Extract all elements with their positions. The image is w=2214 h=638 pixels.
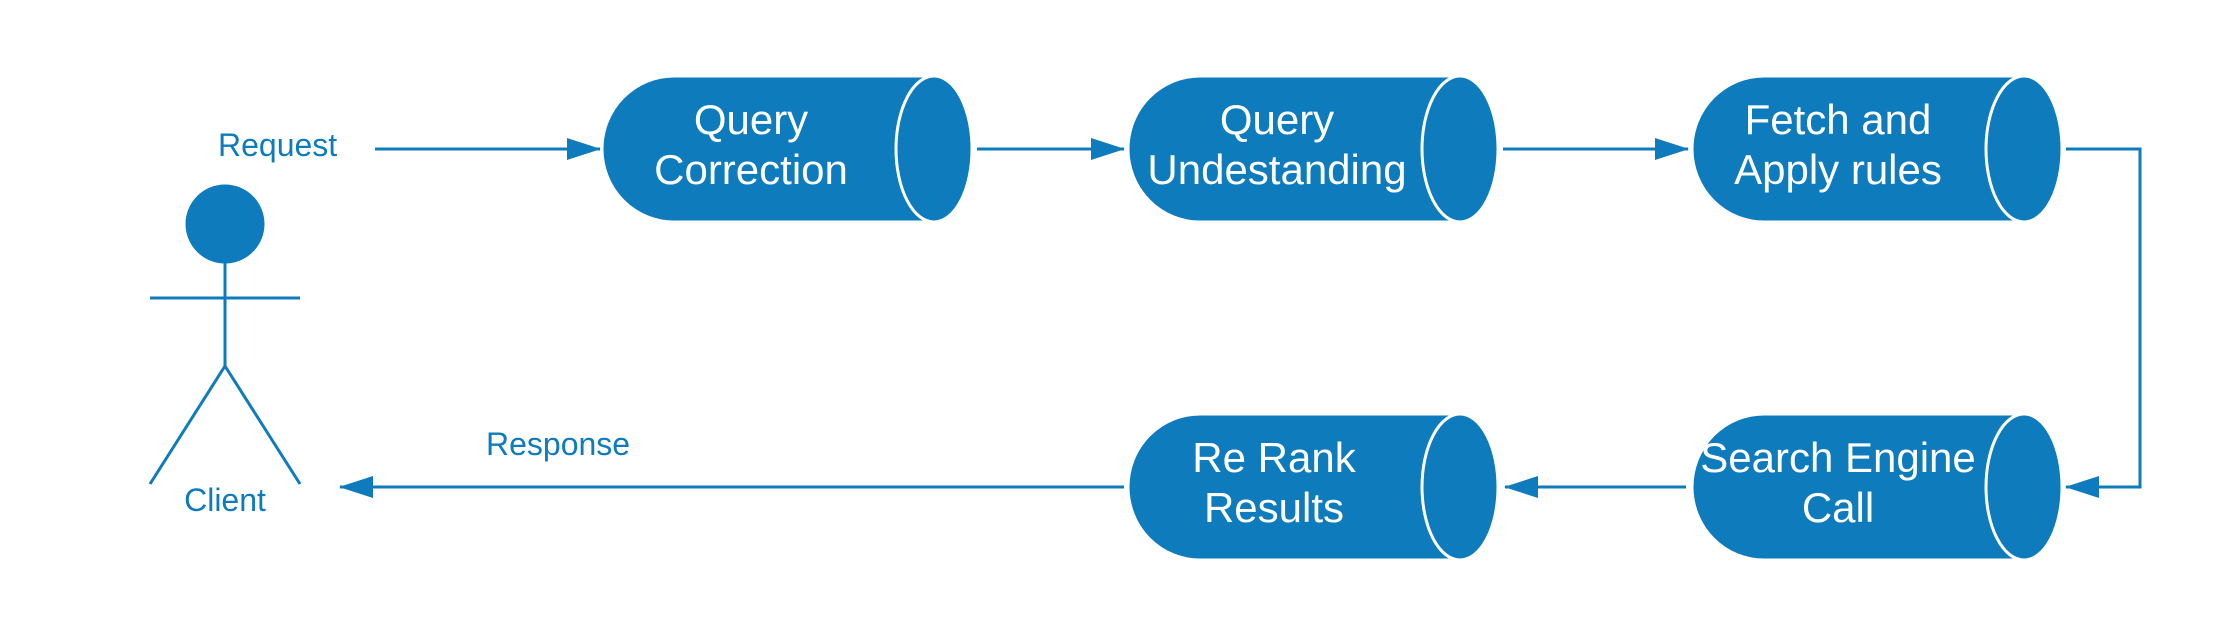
actor-left-leg	[148, 365, 227, 485]
actor-label: Client	[184, 482, 266, 518]
node-label-line1: Fetch and	[1745, 96, 1932, 143]
node-label-line1: Query	[694, 96, 808, 143]
cylinder-cap	[1420, 412, 1500, 562]
cylinder-cap	[1420, 74, 1500, 224]
node-label-line1: Search Engine	[1700, 434, 1976, 481]
node-query-correction: Query Correction	[600, 74, 974, 224]
node-label-line1: Query	[1220, 96, 1334, 143]
response-label: Response	[486, 426, 630, 462]
cylinder-cap	[1984, 74, 2064, 224]
node-label-line2: Call	[1802, 484, 1874, 531]
node-label-line2: Undestanding	[1147, 146, 1406, 193]
client-actor	[148, 184, 302, 485]
node-label-line2: Apply rules	[1734, 146, 1942, 193]
cylinder-cap	[1984, 412, 2064, 562]
node-label-line2: Results	[1204, 484, 1344, 531]
node-label-line1: Re Rank	[1192, 434, 1356, 481]
actor-head	[185, 184, 265, 264]
node-re-rank-results: Re Rank Results	[1126, 412, 1500, 562]
node-query-understanding: Query Undestanding	[1126, 74, 1500, 224]
node-fetch-apply-rules: Fetch and Apply rules	[1690, 74, 2064, 224]
edge-fetch-to-search	[2065, 147, 2142, 498]
node-label-line2: Correction	[654, 146, 848, 193]
request-label: Request	[218, 127, 337, 163]
actor-right-leg	[223, 365, 302, 485]
cylinder-cap	[894, 74, 974, 224]
node-search-engine-call: Search Engine Call	[1690, 412, 2064, 562]
